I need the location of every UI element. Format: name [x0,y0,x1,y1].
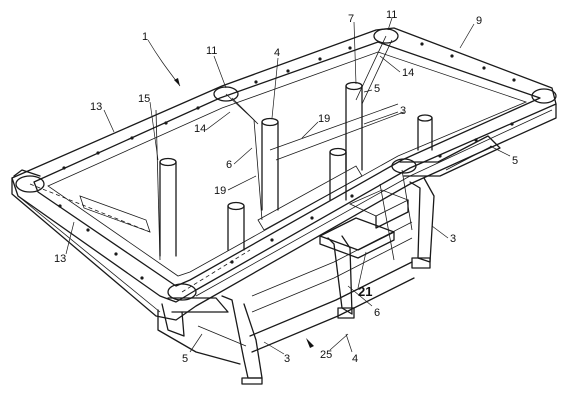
pocket-far-left [373,28,399,44]
label-3-bottom: 3 [284,353,290,365]
label-13-top: 13 [90,101,102,113]
label-13-left: 13 [54,253,66,265]
label-5-bottom: 5 [182,353,188,365]
label-5-top: 5 [374,83,380,95]
label-1: 1 [142,31,148,43]
columns [159,81,433,257]
label-5-right: 5 [512,155,518,167]
pocket-near-left [15,175,45,193]
label-6-bottom: 6 [374,307,380,319]
reference-numerals: 1 7 11 9 11 4 14 13 15 5 3 14 19 6 19 5 … [54,9,518,365]
table-rail [11,27,557,321]
label-3-right: 3 [450,233,456,245]
legs [161,177,435,385]
internal-frame [29,35,405,293]
label-6-top: 6 [226,159,232,171]
pocket-middle-right [391,158,417,174]
label-21: 21 [358,284,372,299]
label-11-far: 11 [386,9,397,21]
label-9: 9 [476,15,482,27]
ball-tray [319,189,409,259]
pocket-far-right [531,88,557,104]
label-11-middle: 11 [206,45,217,57]
label-14-middle: 14 [194,123,206,135]
label-19-top: 19 [318,113,330,125]
corner-brackets [13,135,501,313]
label-15: 15 [138,93,150,105]
label-19-bottom: 19 [214,185,226,197]
leader-lines [65,17,511,355]
pocket-middle-left [213,86,239,102]
label-4-bottom: 4 [352,353,358,365]
label-3-top: 3 [400,105,406,117]
label-14-far: 14 [402,67,414,79]
pockets [15,28,557,301]
base-cabinet [157,169,415,365]
pocket-near-right [167,283,197,301]
label-25: 25 [320,349,332,361]
label-4-top: 4 [274,47,280,59]
rail-sights [58,42,516,280]
label-7: 7 [348,13,354,25]
